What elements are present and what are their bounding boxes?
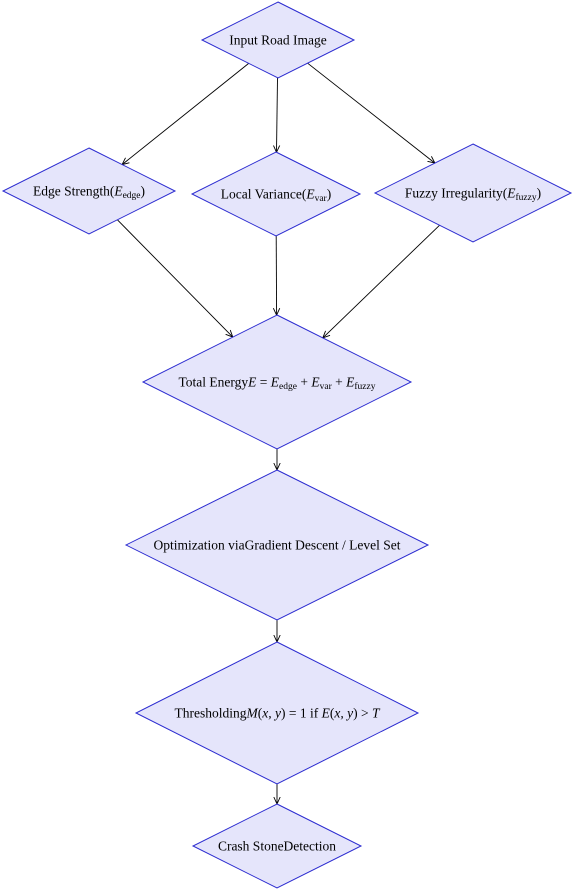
node-edge-strength: Edge Strength(Eedge​) [1, 147, 177, 235]
label-part: Crash StoneDetection [218, 839, 336, 854]
edge-input-to-local-variance [277, 77, 278, 153]
label-part: ) [141, 184, 146, 199]
edge-edge-strength-to-total-energy [117, 219, 232, 337]
node-total-energy: Total EnergyE = Eedge​ + Evar​ + Efuzzy​ [141, 314, 413, 450]
node-optimization-diamond [124, 469, 430, 621]
label-part: E [247, 375, 257, 390]
label-part: var [315, 194, 328, 204]
node-detection: Crash StoneDetection [191, 803, 363, 889]
label-part: T [372, 706, 381, 721]
label-part: fuzzy [515, 192, 536, 203]
node-edge-strength-diamond [1, 147, 177, 235]
label-part: E [321, 706, 331, 721]
label-part: var [320, 382, 333, 392]
node-local-variance-label: Local Variance(Evar​) [221, 187, 331, 205]
label-part: ) [537, 186, 542, 201]
label-part: Fuzzy Irregularity( [405, 186, 508, 201]
node-thresholding: ThresholdingM(x, y) = 1 if E(x, y) > T [134, 641, 420, 785]
label-part: edge [279, 382, 297, 392]
node-input-label: Input Road Image [229, 33, 326, 48]
label-part: E [345, 375, 355, 390]
edges-layer [117, 62, 440, 804]
label-part: ( [258, 706, 263, 721]
label-part: x, y [261, 706, 281, 721]
label-part: ) = 1 if [281, 706, 322, 721]
label-part: = [256, 375, 270, 390]
label-part: Edge Strength( [33, 184, 115, 199]
label-part: Optimization viaGradient Descent / Level… [153, 538, 400, 553]
label-part: M [246, 706, 259, 721]
label-part: Input Road Image [229, 33, 326, 48]
node-fuzzy-irregularity: Fuzzy Irregularity(Efuzzy​) [373, 143, 573, 243]
label-part: edge [123, 191, 141, 201]
node-optimization-label: Optimization viaGradient Descent / Level… [153, 538, 400, 553]
node-thresholding-diamond [134, 641, 420, 785]
label-part: E [305, 187, 315, 202]
label-part: E [506, 186, 516, 201]
label-part: Local Variance( [221, 187, 307, 202]
label-part: ( [330, 706, 335, 721]
label-part: Total Energy [179, 375, 249, 390]
node-detection-label: Crash StoneDetection [218, 839, 336, 854]
node-optimization: Optimization viaGradient Descent / Level… [124, 469, 430, 621]
node-input-diamond [200, 1, 356, 79]
node-fuzzy-irregularity-diamond [373, 143, 573, 243]
label-part: + [332, 375, 346, 390]
edge-input-to-fuzzy-irregularity [307, 62, 435, 163]
label-part: x, y [333, 706, 353, 721]
node-fuzzy-irregularity-label: Fuzzy Irregularity(Efuzzy​) [405, 186, 541, 204]
node-local-variance: Local Variance(Evar​) [190, 151, 362, 237]
node-local-variance-diamond [190, 151, 362, 237]
node-thresholding-label: ThresholdingM(x, y) = 1 if E(x, y) > T [175, 706, 381, 721]
label-part: ) > [353, 706, 372, 721]
label-part: fuzzy [354, 381, 375, 392]
node-total-energy-diamond [141, 314, 413, 450]
label-part: E [113, 184, 123, 199]
label-part: E [310, 375, 320, 390]
edge-fuzzy-irregularity-to-total-energy [323, 224, 440, 338]
node-detection-diamond [191, 803, 363, 889]
label-part: E [270, 375, 280, 390]
node-edge-strength-label: Edge Strength(Eedge​) [33, 184, 145, 202]
edge-input-to-edge-strength [122, 63, 249, 164]
node-input: Input Road Image [200, 1, 356, 79]
label-part: + [297, 375, 311, 390]
label-part: ) [327, 187, 332, 202]
label-part: Thresholding [175, 706, 247, 721]
node-total-energy-label: Total EnergyE = Eedge​ + Evar​ + Efuzzy​ [179, 375, 376, 393]
